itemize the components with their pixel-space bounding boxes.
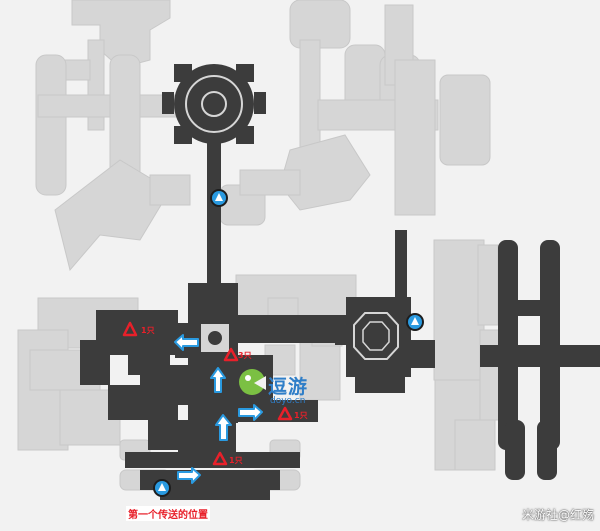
start-teleport-label: 第一个传送的位置 <box>126 506 210 521</box>
doyo-logo-icon <box>239 369 266 395</box>
warning-triangle-icon <box>122 321 138 337</box>
arrow-icon <box>210 367 226 393</box>
arrow-icon <box>174 334 199 351</box>
arrow-icon <box>177 467 201 484</box>
rotunda <box>162 64 266 144</box>
space-anchor-icon[interactable] <box>406 313 424 331</box>
enemy-count-label: 1只 <box>141 326 155 335</box>
watermark-logo-url: doyo.cn <box>270 396 306 406</box>
enemy-count-label: 3只 <box>238 351 252 360</box>
octagon-room <box>353 312 399 360</box>
watermark-logo-text: 逗游 <box>268 376 309 398</box>
warning-triangle-icon <box>223 347 239 362</box>
arrow-icon <box>238 404 263 421</box>
warning-triangle-icon <box>277 406 293 421</box>
author-credit: 米游社@红殇 <box>521 508 594 522</box>
center-room <box>199 322 231 354</box>
space-anchor-icon[interactable] <box>210 189 228 207</box>
enemy-count-label: 1只 <box>229 456 243 465</box>
warning-triangle-icon <box>212 451 228 466</box>
space-anchor-icon[interactable] <box>153 479 171 497</box>
enemy-count-label: 1只 <box>294 411 308 420</box>
arrow-icon <box>215 414 232 441</box>
